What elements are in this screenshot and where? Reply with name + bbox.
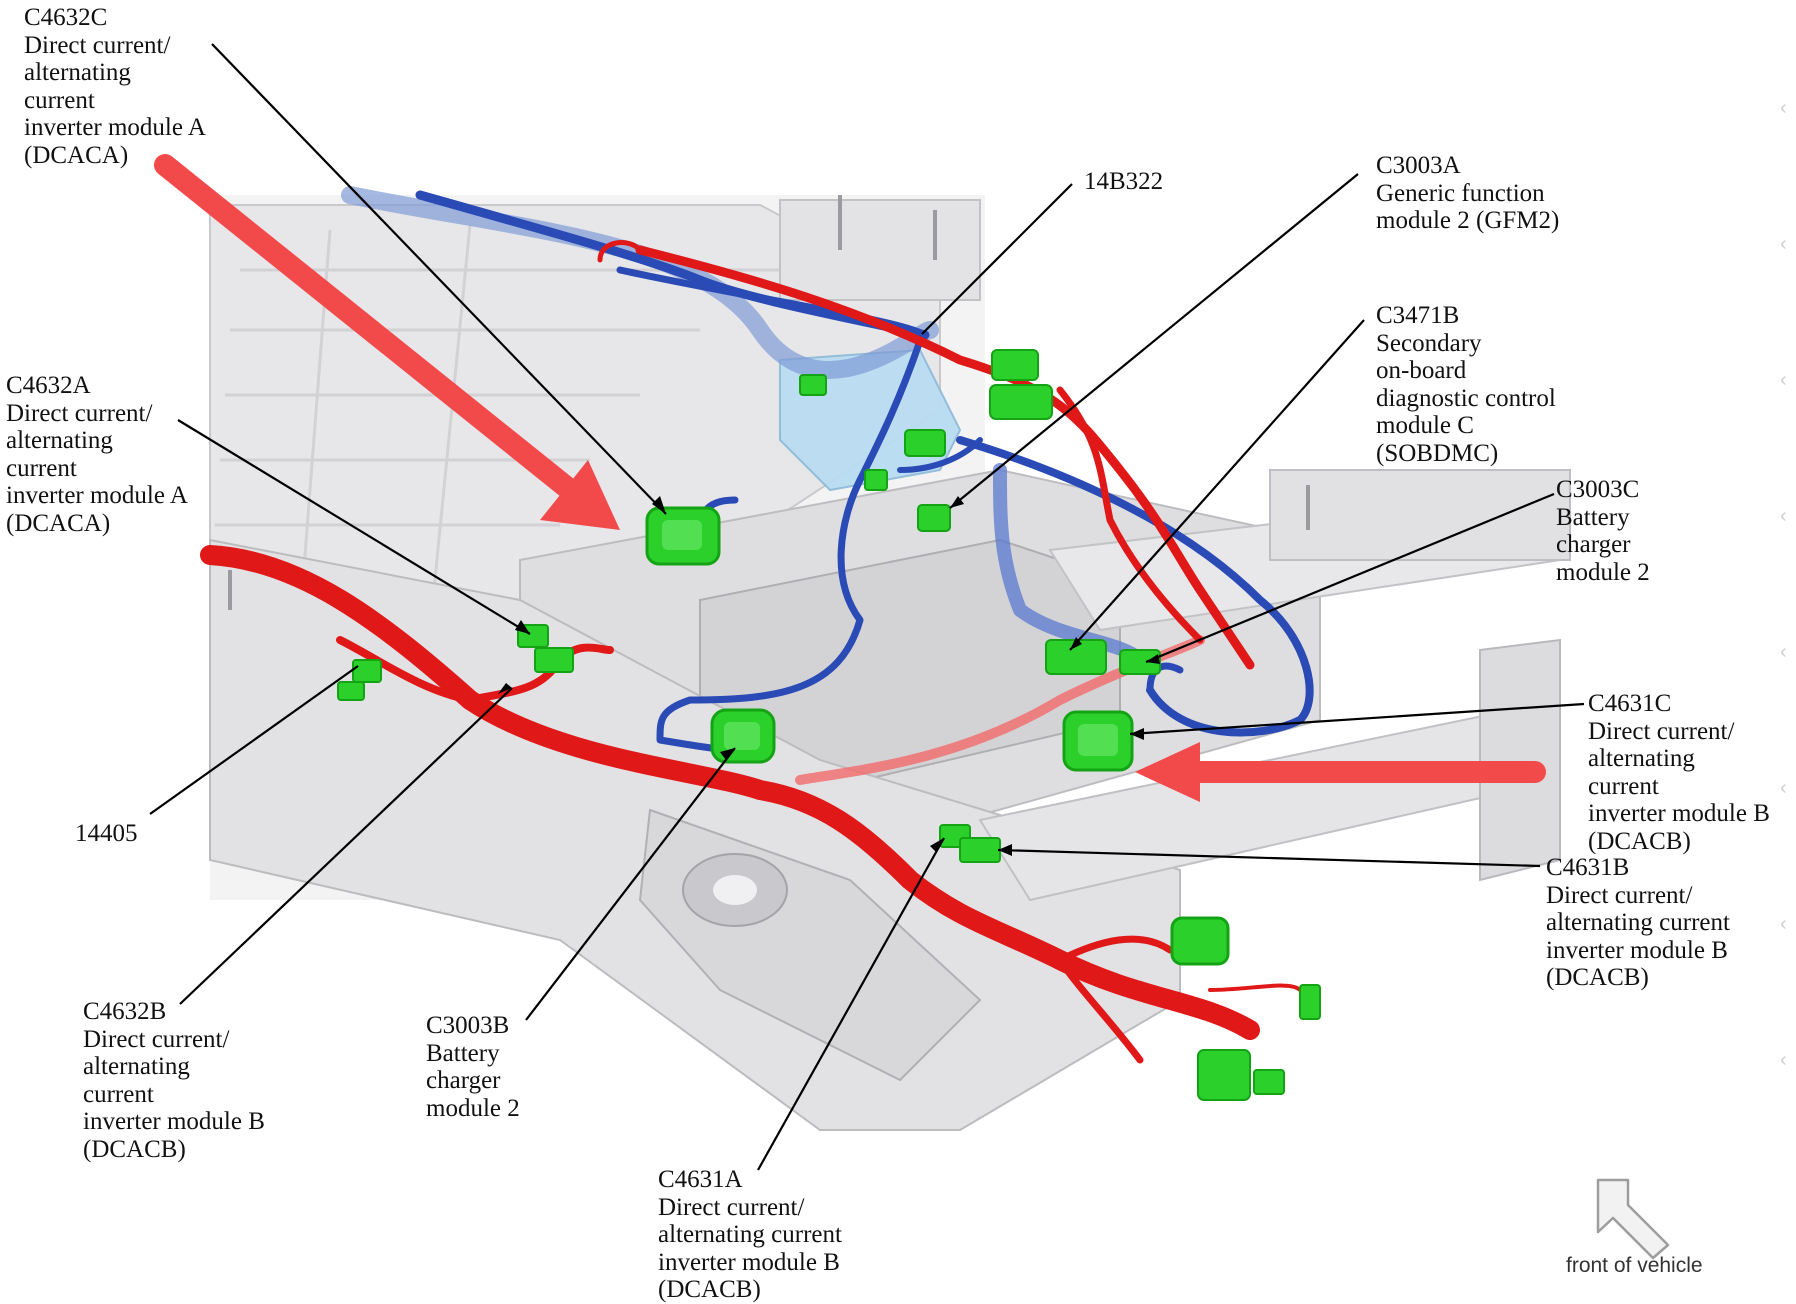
direction-arrows bbox=[154, 154, 1546, 802]
connector-c3003a bbox=[917, 504, 951, 532]
page-edge-markers: ‹‹‹‹‹‹‹‹ bbox=[1780, 97, 1787, 1071]
front-of-vehicle-label: front of vehicle bbox=[1566, 1254, 1703, 1277]
connector-c4632c bbox=[645, 506, 721, 566]
leader-arrowheads bbox=[498, 496, 1160, 856]
label-14405: 14405 bbox=[75, 820, 138, 847]
connector-c4631b bbox=[959, 837, 1001, 863]
connector-c4631c bbox=[1062, 710, 1134, 772]
front-of-vehicle-arrow-icon bbox=[1596, 1178, 1670, 1260]
connector-module-cluster bbox=[799, 349, 1053, 491]
connector-c4632b bbox=[337, 659, 382, 701]
arrow-side-direction bbox=[1135, 742, 1546, 802]
label-14b322: 14B322 bbox=[1084, 168, 1164, 195]
connector-c3003c bbox=[1119, 649, 1161, 675]
leader-lines bbox=[149, 43, 1585, 1171]
arrow-rear-direction bbox=[154, 154, 620, 530]
connector-front-cluster bbox=[1170, 916, 1321, 1101]
low-voltage-harness bbox=[341, 186, 1314, 754]
connector-c3003b bbox=[710, 708, 776, 764]
